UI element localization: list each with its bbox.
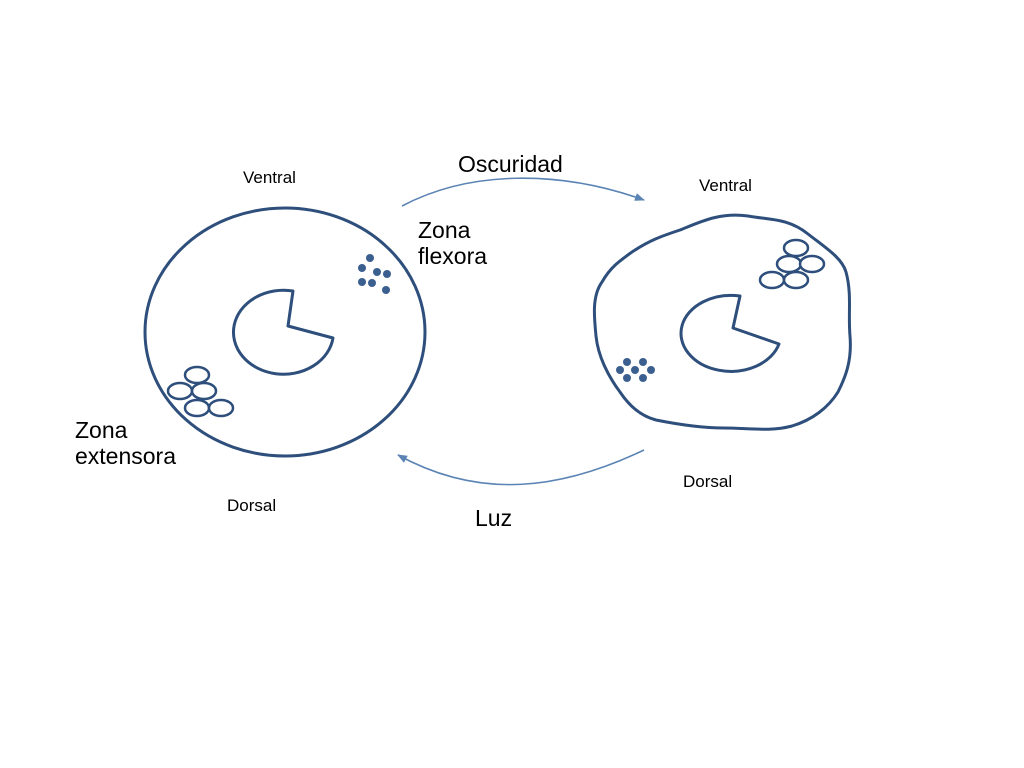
right-dorsal-label: Dorsal — [683, 472, 733, 491]
left-ventral-label: Ventral — [243, 168, 296, 187]
extensor-zone-label-line2: extensora — [75, 443, 177, 470]
pacman-nucleus-icon — [679, 293, 781, 373]
ring-cluster-icon — [758, 238, 826, 290]
flexor-zone-label-line1: Zona — [418, 217, 471, 243]
light-arrow — [397, 449, 645, 486]
darkness-label: Oscuridad — [458, 151, 563, 177]
left-cell-membrane — [143, 206, 427, 458]
dot-cluster-icon — [358, 254, 391, 294]
left-cell — [143, 206, 427, 458]
right-ventral-label: Ventral — [699, 176, 752, 195]
flexor-zone-label: Zona flexora — [418, 217, 538, 270]
pacman-nucleus-icon — [231, 288, 335, 376]
light-label: Luz — [475, 505, 513, 531]
left-dorsal-label: Dorsal — [227, 496, 277, 515]
extensor-zone-label: Zona extensora — [75, 417, 215, 470]
right-cell — [592, 213, 852, 431]
extensor-zone-label-line1: Zona — [75, 417, 128, 443]
dot-cluster-icon — [616, 358, 655, 382]
right-cell-membrane — [592, 213, 852, 431]
dark-arrow — [401, 177, 645, 207]
flexor-zone-label-line2: flexora — [418, 243, 488, 270]
ring-cluster-icon — [166, 365, 235, 418]
